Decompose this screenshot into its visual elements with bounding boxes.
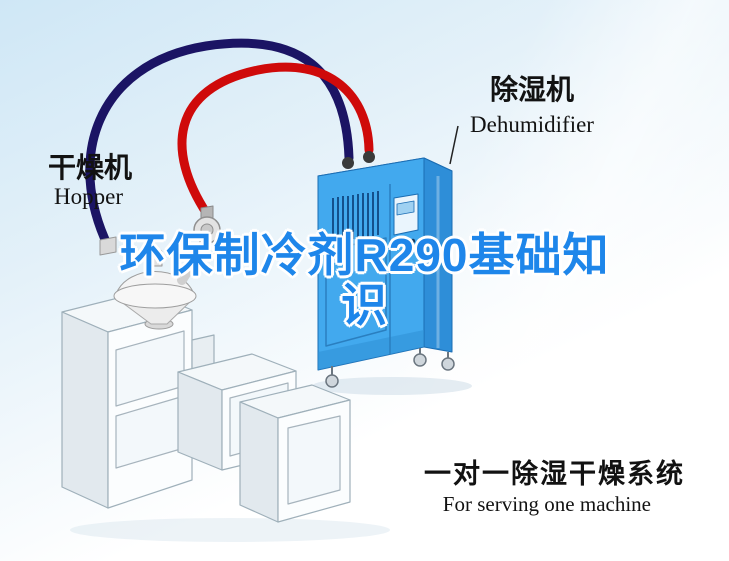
dehumidifier-shadow bbox=[312, 377, 472, 395]
extruder-panel bbox=[287, 415, 341, 505]
caption-en: For serving one machine bbox=[442, 492, 651, 516]
dehumidifier-label-cn: 除湿机 bbox=[489, 74, 574, 105]
main-title: 环保制冷剂R290基础知 识 bbox=[0, 230, 729, 330]
control-button bbox=[403, 239, 409, 245]
dryer-label-en: Hopper bbox=[54, 184, 123, 209]
hopper-cap-top bbox=[147, 248, 163, 256]
caster-wheel bbox=[325, 374, 339, 388]
caster-wheel bbox=[413, 353, 427, 367]
extruder-machine bbox=[61, 290, 351, 523]
hopper-machine bbox=[99, 205, 221, 330]
main-title-line1: 环保制冷剂R290基础知 bbox=[119, 229, 610, 281]
dehumidifier-label: 除湿机 Dehumidifier bbox=[444, 68, 620, 138]
dehumidifier-base-stripe bbox=[318, 330, 424, 370]
main-title-line2: 识 bbox=[341, 279, 388, 331]
hose-port-left bbox=[342, 157, 354, 169]
hose-fitting bbox=[99, 236, 117, 256]
dehumidifier-vents bbox=[332, 191, 379, 242]
label-pointer-line bbox=[449, 125, 459, 165]
control-button bbox=[410, 238, 416, 244]
caption-cn: 一对一除湿干燥系统 bbox=[424, 459, 685, 489]
navy-hose bbox=[85, 38, 354, 251]
control-display bbox=[396, 200, 415, 216]
control-button bbox=[396, 240, 402, 246]
hose-port-right bbox=[363, 151, 375, 163]
hopper-lid bbox=[113, 283, 197, 309]
caster-wheel bbox=[441, 357, 455, 371]
dehumidifier-label-en: Dehumidifier bbox=[470, 112, 594, 137]
extruder-block2-left bbox=[177, 371, 223, 471]
red-hose bbox=[177, 62, 374, 219]
extruder-block3-left bbox=[239, 401, 279, 523]
extruder-block1-left bbox=[61, 311, 109, 509]
extruder-shadow bbox=[70, 518, 390, 542]
door-panel bbox=[325, 237, 387, 347]
dehumidifier-machine bbox=[317, 151, 455, 388]
blower-hub bbox=[200, 223, 214, 237]
dryer-label-cn: 干燥机 bbox=[48, 152, 133, 183]
hoses bbox=[85, 38, 374, 251]
